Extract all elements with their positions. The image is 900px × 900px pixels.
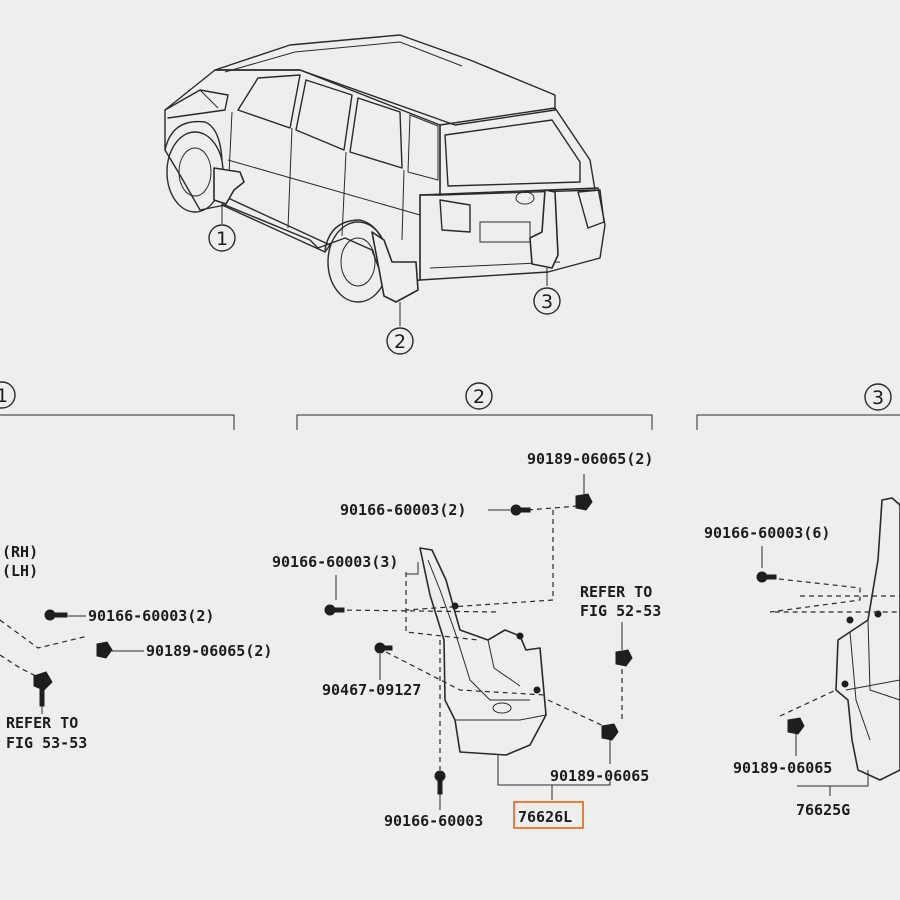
vehicle-callout-1: 1 [208,224,236,252]
section-callout: 1 [0,385,8,407]
part-number: 90166-60003(6) [704,524,830,542]
part-number: 90189-06065(2) [146,642,272,660]
side-label-rh: (RH) [2,543,38,561]
section-callout: 3 [872,387,884,409]
screw-icon [44,609,68,621]
rivet-icon [374,642,393,654]
refer-line-2: FIG 53-53 [6,734,87,752]
bolt-icon [601,723,619,741]
part-number: 90166-60003(2) [88,607,214,625]
screw-icon [510,504,531,516]
screw-icon [324,604,345,616]
section-bracket-1: 1 [0,381,235,430]
bolt-icon [615,649,633,667]
part-number: 90166-60003(2) [340,501,466,519]
bolt-icon [575,493,593,511]
part-number: 90166-60003 [384,812,483,830]
section-callout: 2 [473,386,485,408]
mudguard-part [835,497,900,781]
part-number-main[interactable]: 76625G [796,801,850,819]
refer-line-1: REFER TO [580,583,652,601]
section-bracket-2: 2 [296,382,653,430]
bolt-icon [96,641,113,659]
screw-icon [756,571,777,583]
refer-line-2: FIG 52-53 [580,602,661,620]
callout-number: 3 [541,291,553,313]
screw-icon [434,770,446,795]
section-left: (RH) (LH) 90166-60003(2) 90189-06065(2) … [0,543,272,752]
part-number: 90467-09127 [322,681,421,699]
refer-line-1: REFER TO [6,714,78,732]
section-bracket-3: 3 [696,383,900,430]
mudguard-part [419,547,547,756]
vehicle-callout-3: 3 [533,287,561,315]
part-number: 90166-60003(3) [272,553,398,571]
part-number: 90189-06065 [733,759,832,777]
bolt-icon [787,717,805,735]
part-number: 90189-06065 [550,767,649,785]
section-middle: 90189-06065(2) 90166-60003(2) 90166-6000… [272,450,661,830]
part-number-main[interactable]: 76626L [518,808,572,826]
vehicle-illustration [164,34,606,326]
bolt-icon [33,671,53,707]
side-label-lh: (LH) [2,562,38,580]
vehicle-callout-2: 2 [386,327,414,355]
part-number: 90189-06065(2) [527,450,653,468]
part-highlight-box[interactable] [513,801,584,829]
callout-number: 2 [394,331,406,353]
callout-number: 1 [216,228,228,250]
section-right: 90166-60003(6) 90189-06065 76625G [704,497,900,819]
